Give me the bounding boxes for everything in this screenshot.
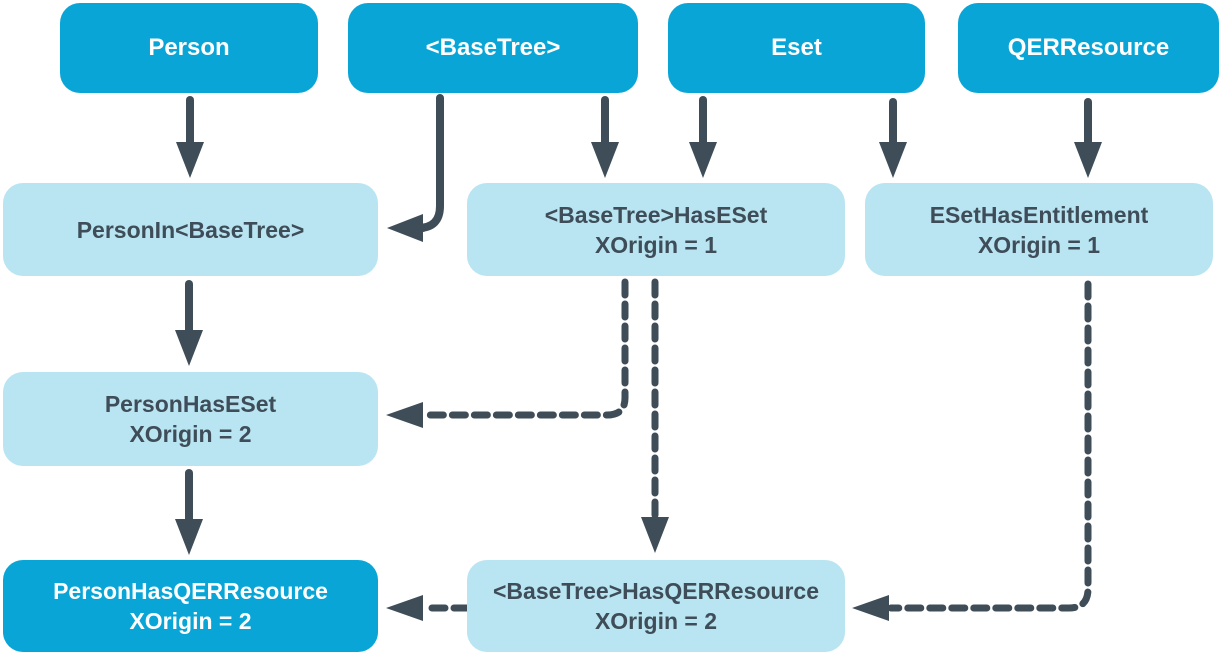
edge-basetree-has-eset-to-basetree-has-qerresource <box>641 278 669 553</box>
node-person-has-eset-xorigin: XOrigin = 2 <box>129 421 252 447</box>
node-person-in-basetree: PersonIn<BaseTree> <box>3 183 378 276</box>
node-basetree-has-qerresource: <BaseTree>HasQERResource XOrigin = 2 <box>467 560 845 652</box>
edge-person-in-basetree-to-person-has-eset <box>175 280 203 366</box>
edge-person-has-eset-to-person-has-qerresource <box>175 469 203 555</box>
edge-basetree-has-eset-to-person-has-eset <box>386 278 629 428</box>
node-person-has-eset: PersonHasESet XOrigin = 2 <box>3 372 378 466</box>
node-person-has-qerresource: PersonHasQERResource XOrigin = 2 <box>3 560 378 652</box>
edge-eset-to-eset-has-entitlement <box>879 98 907 178</box>
node-qerresource-label: QERResource <box>1007 34 1170 61</box>
edge-basetree-has-qerresource-to-person-has-qerresource <box>386 595 471 621</box>
node-qerresource: QERResource <box>958 3 1219 93</box>
edge-basetree-to-basetree-has-eset <box>591 96 619 178</box>
node-basetree-has-eset-label: <BaseTree>HasESet <box>544 201 768 228</box>
node-basetree-has-eset: <BaseTree>HasESet XOrigin = 1 <box>467 183 845 276</box>
edge-eset-to-basetree-has-eset <box>689 96 717 178</box>
node-basetree-has-qerresource-xorigin: XOrigin = 2 <box>594 608 718 634</box>
node-person-label: Person <box>148 34 230 61</box>
node-basetree-has-qerresource-label: <BaseTree>HasQERResource <box>492 578 820 604</box>
node-basetree-label: <BaseTree> <box>425 34 561 61</box>
edge-person-to-person-in-basetree <box>176 96 204 178</box>
node-person-has-eset-label: PersonHasESet <box>104 391 277 417</box>
node-eset: Eset <box>668 3 925 93</box>
node-person-has-qerresource-xorigin: XOrigin = 2 <box>129 608 252 634</box>
node-person-has-qerresource-label: PersonHasQERResource <box>53 578 328 604</box>
edge-qerresource-to-eset-has-entitlement <box>1074 98 1102 178</box>
node-eset-has-entitlement-xorigin: XOrigin = 1 <box>977 231 1101 258</box>
node-eset-has-entitlement: ESetHasEntitlement XOrigin = 1 <box>865 183 1213 276</box>
edge-eset-has-entitlement-to-basetree-has-qerresource <box>852 280 1092 621</box>
node-eset-label: Eset <box>771 34 822 61</box>
node-person: Person <box>60 3 318 93</box>
node-person-in-basetree-label: PersonIn<BaseTree> <box>76 216 305 243</box>
edge-basetree-to-person-in-basetree <box>387 94 444 242</box>
node-eset-has-entitlement-label: ESetHasEntitlement <box>929 201 1149 228</box>
node-basetree: <BaseTree> <box>348 3 638 93</box>
node-basetree-has-eset-xorigin: XOrigin = 1 <box>594 231 718 258</box>
